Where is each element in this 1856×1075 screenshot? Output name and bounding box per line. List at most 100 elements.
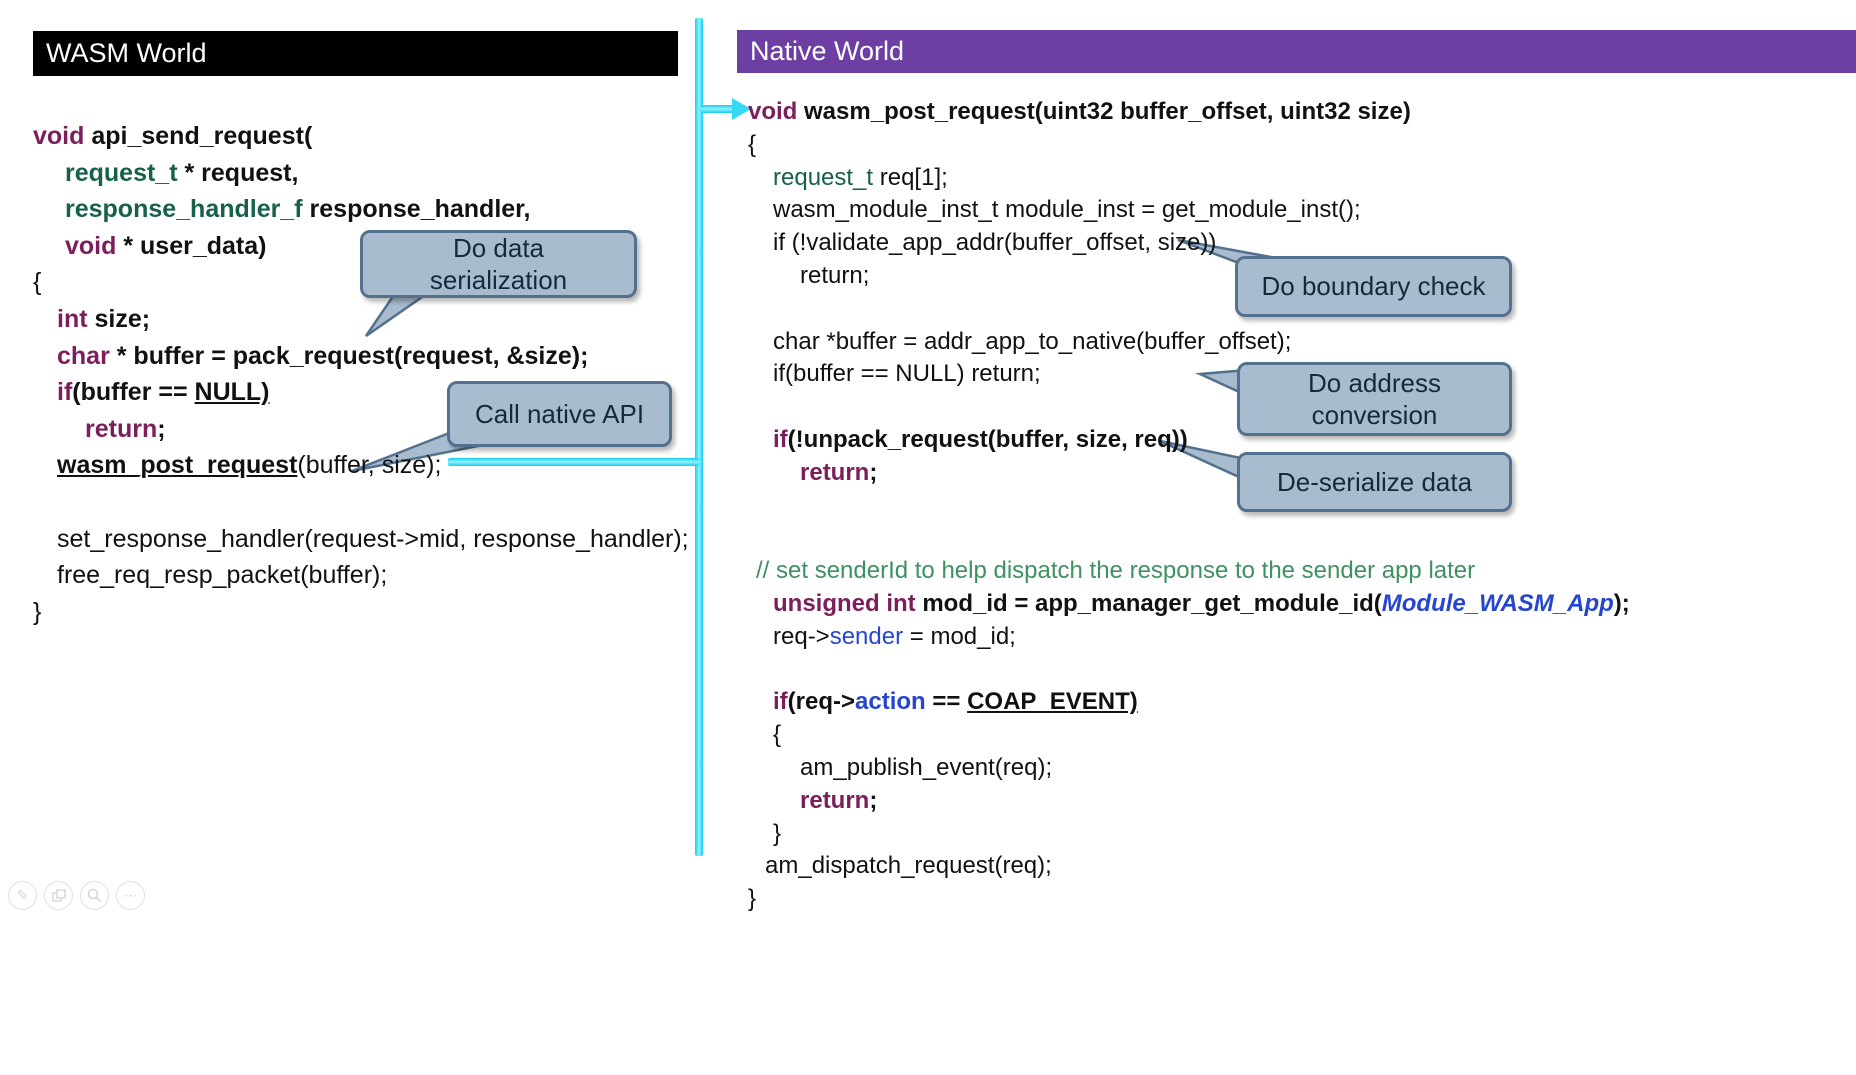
code-segment: * user_data) bbox=[116, 231, 267, 260]
code-segment: if bbox=[773, 425, 788, 453]
native-world-header: Native World bbox=[737, 30, 1856, 73]
pages-glyph bbox=[51, 888, 66, 902]
code-line: } bbox=[748, 818, 1630, 851]
code-line: if(buffer == NULL) return; bbox=[748, 358, 1630, 391]
code-line: response_handler_f response_handler, bbox=[33, 191, 689, 228]
callout-do-data-serialization-label: Do data serialization bbox=[429, 232, 568, 296]
code-segment: NULL) bbox=[194, 378, 270, 407]
native-code-block: void wasm_post_request(uint32 buffer_off… bbox=[748, 96, 1630, 916]
code-segment: COAP_EVENT) bbox=[967, 688, 1138, 716]
annotation-tools-icon[interactable] bbox=[44, 881, 73, 910]
code-segment: = mod_id; bbox=[903, 622, 1016, 650]
magnifier-glyph bbox=[87, 888, 102, 903]
code-line: { bbox=[748, 129, 1630, 162]
code-line: return; bbox=[748, 260, 1630, 293]
wasm-code-block: void api_send_request(request_t * reques… bbox=[33, 118, 689, 630]
code-line bbox=[748, 522, 1630, 555]
code-line: wasm_post_request(buffer, size); bbox=[33, 447, 689, 484]
code-segment: void bbox=[748, 98, 798, 125]
code-segment: am_dispatch_request(req); bbox=[765, 852, 1052, 880]
code-line bbox=[748, 293, 1630, 326]
code-segment: free_req_resp_packet(buffer); bbox=[57, 561, 388, 590]
code-line: } bbox=[748, 883, 1630, 916]
callout-do-boundary-check-label: Do boundary check bbox=[1261, 271, 1486, 302]
code-segment: return; bbox=[800, 261, 870, 289]
code-segment: size; bbox=[87, 304, 151, 333]
code-segment: { bbox=[748, 130, 757, 158]
pen-tool-icon[interactable]: ✎ bbox=[8, 881, 37, 910]
code-segment: (buffer == bbox=[72, 378, 195, 407]
code-line: if(req->action == COAP_EVENT) bbox=[748, 686, 1630, 719]
code-segment: Module_WASM_App bbox=[1381, 589, 1614, 617]
code-line: return; bbox=[33, 411, 689, 448]
code-segment: (req-> bbox=[787, 688, 856, 716]
code-line: set_response_handler(request->mid, respo… bbox=[33, 521, 689, 558]
code-line: unsigned int mod_id = app_manager_get_mo… bbox=[748, 588, 1630, 621]
code-segment: if bbox=[773, 688, 788, 716]
more-options-icon[interactable]: ⋯ bbox=[116, 881, 145, 910]
code-line: // set senderId to help dispatch the res… bbox=[748, 555, 1630, 588]
code-segment: int bbox=[57, 304, 88, 333]
code-line: { bbox=[748, 719, 1630, 752]
code-segment: sender bbox=[829, 622, 904, 650]
code-segment: { bbox=[773, 721, 782, 749]
code-line: free_req_resp_packet(buffer); bbox=[33, 557, 689, 594]
ellipsis-glyph: ⋯ bbox=[123, 887, 138, 903]
code-segment: (buffer, size); bbox=[297, 451, 442, 480]
code-segment: if (!validate_app_addr(buffer_offset, si… bbox=[773, 229, 1217, 257]
code-line: return; bbox=[748, 457, 1630, 490]
code-segment: } bbox=[773, 819, 782, 847]
code-segment: wasm_module_inst_t module_inst = get_mod… bbox=[773, 196, 1361, 224]
wasm-world-header: WASM World bbox=[33, 31, 678, 76]
code-segment: return bbox=[85, 414, 158, 443]
code-segment: wasm_post_request(uint32 buffer_offset, … bbox=[797, 98, 1411, 125]
code-segment: * buffer = pack_request(request, &size); bbox=[109, 341, 589, 370]
code-segment: wasm_post_request bbox=[57, 451, 298, 480]
code-segment: return bbox=[800, 458, 870, 486]
code-line: am_dispatch_request(req); bbox=[748, 850, 1630, 883]
code-line: void * user_data) bbox=[33, 228, 689, 265]
code-segment: response_handler_f bbox=[65, 195, 303, 224]
code-line: if(!unpack_request(buffer, size, req)) bbox=[748, 424, 1630, 457]
code-segment: action bbox=[855, 688, 926, 716]
code-line: return; bbox=[748, 785, 1630, 818]
zoom-tool-icon[interactable] bbox=[80, 881, 109, 910]
world-divider-line bbox=[695, 18, 703, 856]
code-segment: } bbox=[748, 885, 757, 913]
code-segment: req-> bbox=[773, 622, 830, 650]
code-segment: ; bbox=[157, 414, 166, 443]
code-line: void api_send_request( bbox=[33, 118, 689, 155]
code-segment: ; bbox=[869, 458, 878, 486]
code-segment: request_t bbox=[773, 163, 874, 191]
code-segment: ); bbox=[1613, 589, 1630, 617]
code-segment: void bbox=[65, 231, 117, 260]
call-flow-arrowhead-icon bbox=[732, 98, 751, 120]
code-line: char *buffer = addr_app_to_native(buffer… bbox=[748, 326, 1630, 359]
code-line: req->sender = mod_id; bbox=[748, 621, 1630, 654]
code-line: wasm_module_inst_t module_inst = get_mod… bbox=[748, 194, 1630, 227]
code-segment: am_publish_event(req); bbox=[800, 753, 1053, 781]
code-line: } bbox=[33, 594, 689, 631]
code-segment: } bbox=[33, 597, 42, 626]
code-line: request_t req[1]; bbox=[748, 162, 1630, 195]
code-line bbox=[748, 490, 1630, 523]
code-segment: // set senderId to help dispatch the res… bbox=[756, 557, 1476, 585]
code-segment: mod_id = app_manager_get_module_id( bbox=[915, 589, 1382, 617]
code-segment: char bbox=[57, 341, 110, 370]
code-line: char * buffer = pack_request(request, &s… bbox=[33, 338, 689, 375]
code-line: int size; bbox=[33, 301, 689, 338]
code-segment: void bbox=[33, 122, 85, 150]
wasm-world-header-label: WASM World bbox=[46, 38, 207, 68]
code-segment: response_handler, bbox=[302, 195, 531, 224]
code-line: { bbox=[33, 264, 689, 301]
callout-do-address-conversion-label: Do address conversion bbox=[1308, 367, 1441, 431]
callout-do-address-conversion: Do address conversion bbox=[1237, 362, 1512, 436]
callout-call-native-api-label: Call native API bbox=[474, 398, 645, 429]
code-line bbox=[33, 484, 689, 521]
code-segment: api_send_request( bbox=[84, 122, 313, 150]
code-line: void wasm_post_request(uint32 buffer_off… bbox=[748, 96, 1630, 129]
code-segment: * request, bbox=[177, 158, 299, 187]
code-segment: (!unpack_request(buffer, size, req)) bbox=[787, 425, 1188, 453]
code-segment: unsigned int bbox=[773, 589, 916, 617]
call-flow-arrow-shaft bbox=[701, 105, 734, 113]
